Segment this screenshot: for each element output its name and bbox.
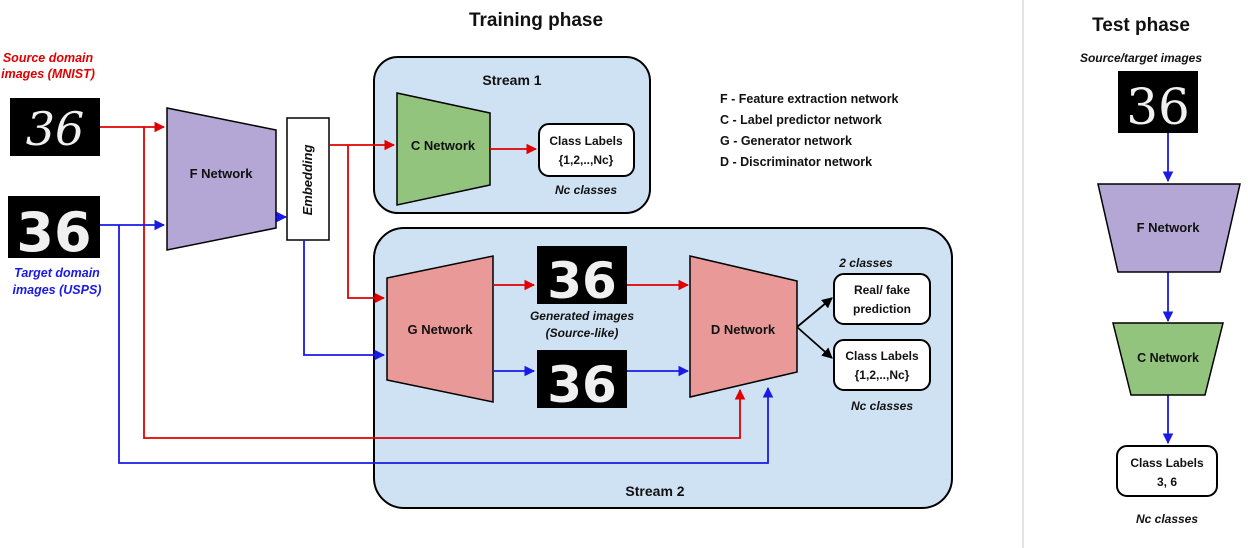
f-network-label: F Network [190,166,254,181]
source-digits: 36 [26,102,85,156]
real-fake-box [833,273,931,325]
target-arrows [100,211,774,464]
c-network-label: C Network [411,138,476,153]
stream-1-title: Stream 1 [482,72,541,88]
real-fake-line1: Real/ fake [854,283,910,297]
d-class-labels-box [833,339,931,391]
test-f-network-label: F Network [1137,220,1201,235]
test-input-image: 36 [1118,71,1198,136]
class-labels-nc: Nc classes [555,183,617,197]
test-f-network-block [1097,183,1241,273]
two-classes-label: 2 classes [838,256,893,270]
d-class-labels-line1: Class Labels [845,349,919,363]
f-network-block [166,107,277,251]
generated-source-like-image: 36 [537,246,627,310]
source-mnist-image: 36 [10,98,100,156]
class-labels-box [538,123,635,177]
legend-f: F - Feature extraction network [720,92,899,106]
d-network-label: D Network [711,322,776,337]
test-images-label: Source/target images [1080,51,1202,65]
test-digits: 36 [1126,78,1190,136]
source-domain-label-line2: images (MNIST) [1,67,95,81]
test-nc-classes: Nc classes [1136,512,1198,526]
source-domain-label-line1: Source domain [3,51,94,65]
legend-g: G - Generator network [720,134,852,148]
c-network-block [396,92,491,206]
generated-images-line2: (Source-like) [546,326,619,340]
embedding-label: Embedding [300,145,315,216]
g-network-block [386,255,494,403]
source-arrows [100,121,746,439]
d-class-labels-line2: {1,2,..,Nc} [855,368,910,382]
target-usps-image: 36 [8,196,100,264]
d-class-labels-nc: Nc classes [851,399,913,413]
test-phase-title: Test phase [1092,15,1190,36]
test-class-labels-box [1116,445,1218,497]
d-output-arrows [796,297,833,359]
test-c-network-label: C Network [1137,351,1199,365]
target-digits: 36 [16,201,91,264]
legend-d: D - Discriminator network [720,155,872,169]
training-phase-title: Training phase [469,10,603,31]
generated-target-digits: 36 [547,356,617,414]
target-domain-label-line2: images (USPS) [13,283,102,297]
real-fake-line2: prediction [853,302,911,316]
generated-images-line1: Generated images [530,309,634,323]
stream-2-title: Stream 2 [625,483,684,499]
class-labels-line2: {1,2,..,Nc} [559,153,614,167]
test-c-network-block [1112,322,1224,396]
test-class-labels-line2: 3, 6 [1157,475,1177,489]
test-class-labels-line1: Class Labels [1130,456,1204,470]
class-labels-line1: Class Labels [549,134,623,148]
embedding-block [286,117,330,241]
legend-c: C - Label predictor network [720,113,882,127]
d-network-block [689,255,798,398]
g-network-label: G Network [407,322,473,337]
target-domain-label-line1: Target domain [14,266,100,280]
generated-digits: 36 [547,252,617,310]
generated-target-image: 36 [537,350,627,414]
